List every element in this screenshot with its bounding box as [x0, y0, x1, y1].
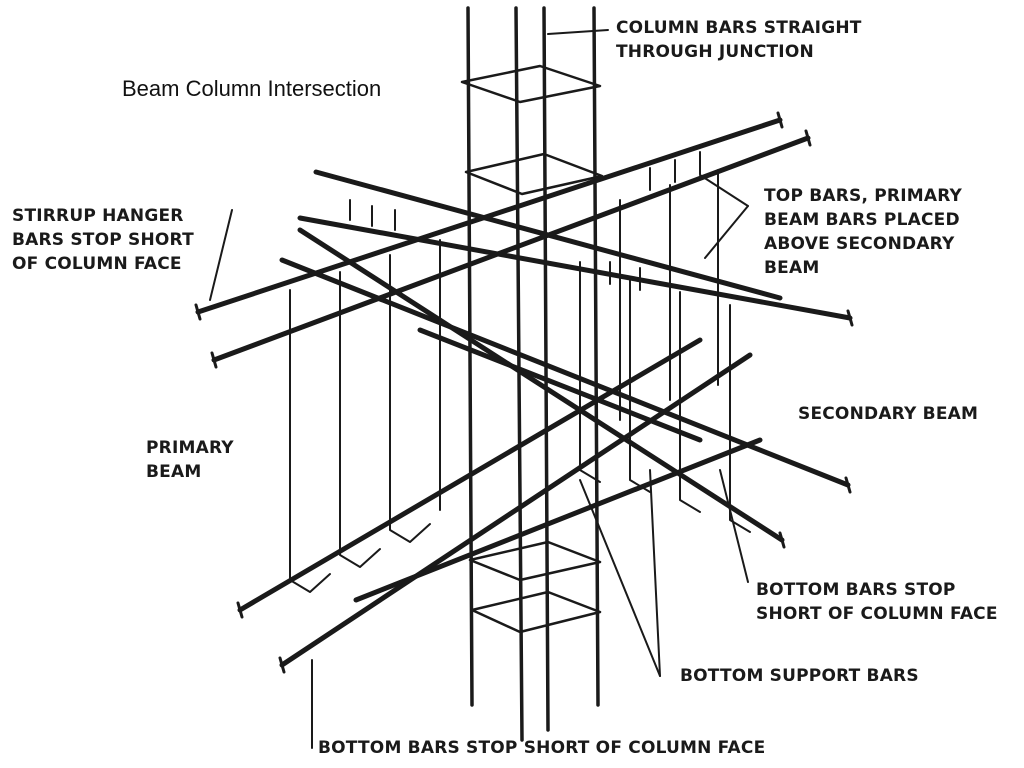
label-secondary-beam: SECONDARY BEAM [798, 404, 979, 424]
diagram-title: Beam Column Intersection [122, 76, 382, 101]
bar-end-hooks [194, 111, 854, 674]
label-primary-beam: PRIMARY BEAM [146, 438, 234, 482]
column-bars [466, 6, 600, 742]
secondary-beam-bars [279, 169, 853, 543]
primary-beam-bars [195, 117, 811, 668]
label-stirrup-hanger: STIRRUP HANGER BARS STOP SHORT OF COLUMN… [12, 206, 194, 274]
label-column-bars: COLUMN BARS STRAIGHT THROUGH JUNCTION [616, 18, 862, 62]
primary-beam-stirrups [289, 169, 719, 593]
leader-lines [209, 29, 749, 749]
label-bottom-bars-right: BOTTOM BARS STOP SHORT OF COLUMN FACE [756, 580, 998, 624]
label-bottom-support: BOTTOM SUPPORT BARS [680, 666, 919, 686]
secondary-beam-stirrups [579, 261, 751, 533]
label-top-bars: TOP BARS, PRIMARY BEAM BARS PLACED ABOVE… [764, 186, 963, 278]
label-bottom-bars-bottom: BOTTOM BARS STOP SHORT OF COLUMN FACE [318, 738, 766, 758]
column-ties [460, 64, 604, 634]
hanger-bar-hooks [349, 151, 701, 291]
